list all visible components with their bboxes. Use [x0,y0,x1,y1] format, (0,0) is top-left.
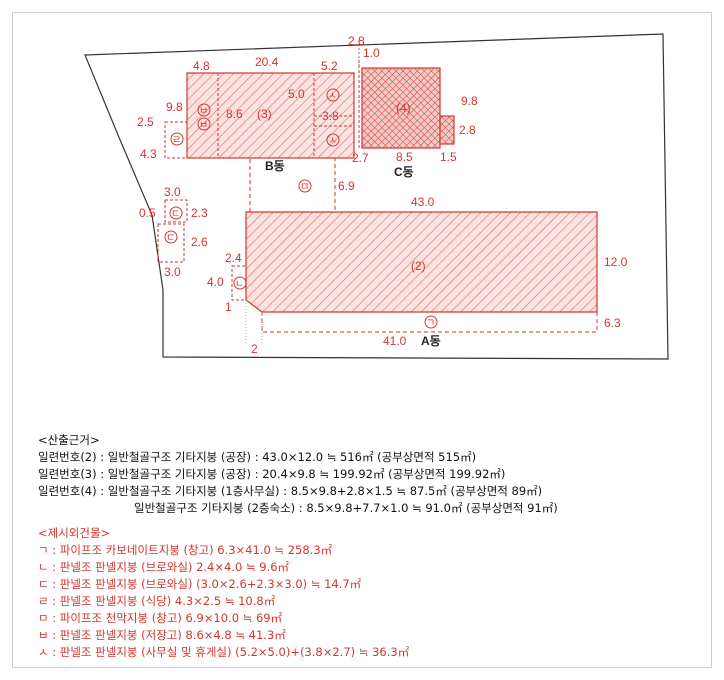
excluded-line: ㅅ : 판넬조 판넬지붕 (사무실 및 휴게실) (5.2×5.0)+(3.8×… [38,645,410,659]
dim-a-430: 43.0 [411,195,435,209]
label-section-4: (4) [396,101,411,115]
symbol-bieup-2: ㅂ [197,117,211,131]
svg-text:ㄴ: ㄴ [235,279,244,290]
dim-a-410: 41.0 [383,334,407,348]
dim-c-28: 2.8 [459,123,476,137]
lot-boundary [84,33,669,360]
basis-title: <산출근거> [38,433,100,447]
dim-mid-69: 6.9 [338,179,355,193]
svg-text:ㅂ: ㅂ [199,120,208,131]
dim-a-2: 2 [251,342,258,356]
dim-b-43: 4.3 [140,147,157,161]
symbol-digeut-1: ㄷ [169,206,183,220]
svg-text:ㄷ: ㄷ [171,209,180,220]
dim-a-1: 1 [225,300,232,314]
svg-text:ㅂ: ㅂ [199,106,208,117]
label-section-3: (3) [257,107,272,121]
dim-top-10: 1.0 [363,46,380,60]
symbol-nieun: ㄴ [233,276,247,290]
label-building-b: B동 [265,159,285,173]
dim-b-25: 2.5 [137,115,154,129]
notes-section: <산출근거> 일련번호(2) : 일반철골구조 기타지붕 (공장) : 43.0… [38,432,698,661]
dim-c-98: 9.8 [461,94,478,108]
svg-text:ㄱ: ㄱ [426,318,435,329]
basis-line: 일반철골구조 기타지붕 (2층숙소) : 8.5×9.8+7.7×1.0 ≒ 9… [134,501,558,515]
dim-a-24: 2.4 [225,251,242,265]
symbol-bieup-1: ㅂ [197,103,211,117]
excluded-line: ㄴ : 판넬조 판넬지붕 (브로와실) 2.4×4.0 ≒ 9.6㎡ [38,560,290,574]
dim-top-28: 2.8 [348,34,365,48]
extension-rieul [164,121,188,159]
site-plan-diagram: 4.8 20.4 5.2 2.8 1.0 9.8 8.6 5.0 3.8 2.5… [84,33,669,360]
svg-text:ㅅ: ㅅ [328,136,337,147]
dim-b-27: 2.7 [352,151,369,165]
label-building-a: A동 [421,334,441,348]
basis-line: 일련번호(3) : 일반철골구조 기타지붕 (공장) : 20.4×9.8 ≒ … [38,467,506,481]
symbol-siot-2: ㅅ [326,133,340,147]
svg-text:ㄷ: ㄷ [166,233,175,244]
dim-b-38: 3.8 [322,109,339,123]
excluded-line: ㅂ : 판넬조 판넬지붕 (저장고) 8.6×4.8 ≒ 41.3㎡ [38,628,286,642]
dim-c-15: 1.5 [440,150,457,164]
extension-digeut-bottom [157,223,185,263]
dim-b-98: 9.8 [166,100,183,114]
svg-text:ㅅ: ㅅ [328,91,337,102]
symbol-digeut-2: ㄷ [164,230,178,244]
basis-line: 일련번호(4) : 일반철골구조 기타지붕 (1층사무실) : 8.5×9.8+… [38,484,543,498]
label-section-2: (2) [411,259,426,273]
excluded-line: ㄱ : 파이프조 카보네이트지붕 (창고) 6.3×41.0 ≒ 258.3㎡ [38,543,333,557]
excluded-line: ㄹ : 판넬조 판넬지붕 (식당) 4.3×2.5 ≒ 10.8㎡ [38,594,276,608]
dim-b-top-204: 20.4 [255,55,279,69]
dim-a-120: 12.0 [604,255,628,269]
dim-s-30b: 3.0 [164,265,181,279]
dim-s-05: 0.5 [139,206,156,220]
extension-mieum [249,157,336,213]
symbol-giyeok: ㄱ [424,315,438,329]
excluded-title: <제시외건물> [38,526,111,540]
excluded-line: ㄷ : 판넬조 판넬지붕 (브로와실) (3.0×2.6+2.3×3.0) ≒ … [38,577,362,591]
symbol-rieul: ㄹ [170,132,184,146]
symbol-siot-1: ㅅ [326,88,340,102]
dim-s-23: 2.3 [191,206,208,220]
dim-s-30a: 3.0 [164,185,181,199]
dim-b-top-48: 4.8 [193,59,210,73]
extension-digeut-top [164,199,188,223]
dim-c-85: 8.5 [396,150,413,164]
label-building-c: C동 [394,165,414,179]
excluded-line: ㅁ : 파이프조 천막지붕 (창고) 6.9×10.0 ≒ 69㎡ [38,611,283,625]
building-c-main [361,67,441,149]
symbol-mieum: ㅁ [298,179,312,193]
dim-b-50: 5.0 [288,87,305,101]
building-c-annex [439,115,455,145]
svg-text:ㅁ: ㅁ [300,182,309,193]
dim-b-top-52: 5.2 [321,59,338,73]
basis-line: 일련번호(2) : 일반철골구조 기타지붕 (공장) : 43.0×12.0 ≒… [38,450,477,464]
svg-text:ㄹ: ㄹ [172,135,181,146]
dim-a-40: 4.0 [207,275,224,289]
dim-s-26: 2.6 [191,235,208,249]
dim-a-63: 6.3 [604,316,621,330]
dim-b-86: 8.6 [226,107,243,121]
